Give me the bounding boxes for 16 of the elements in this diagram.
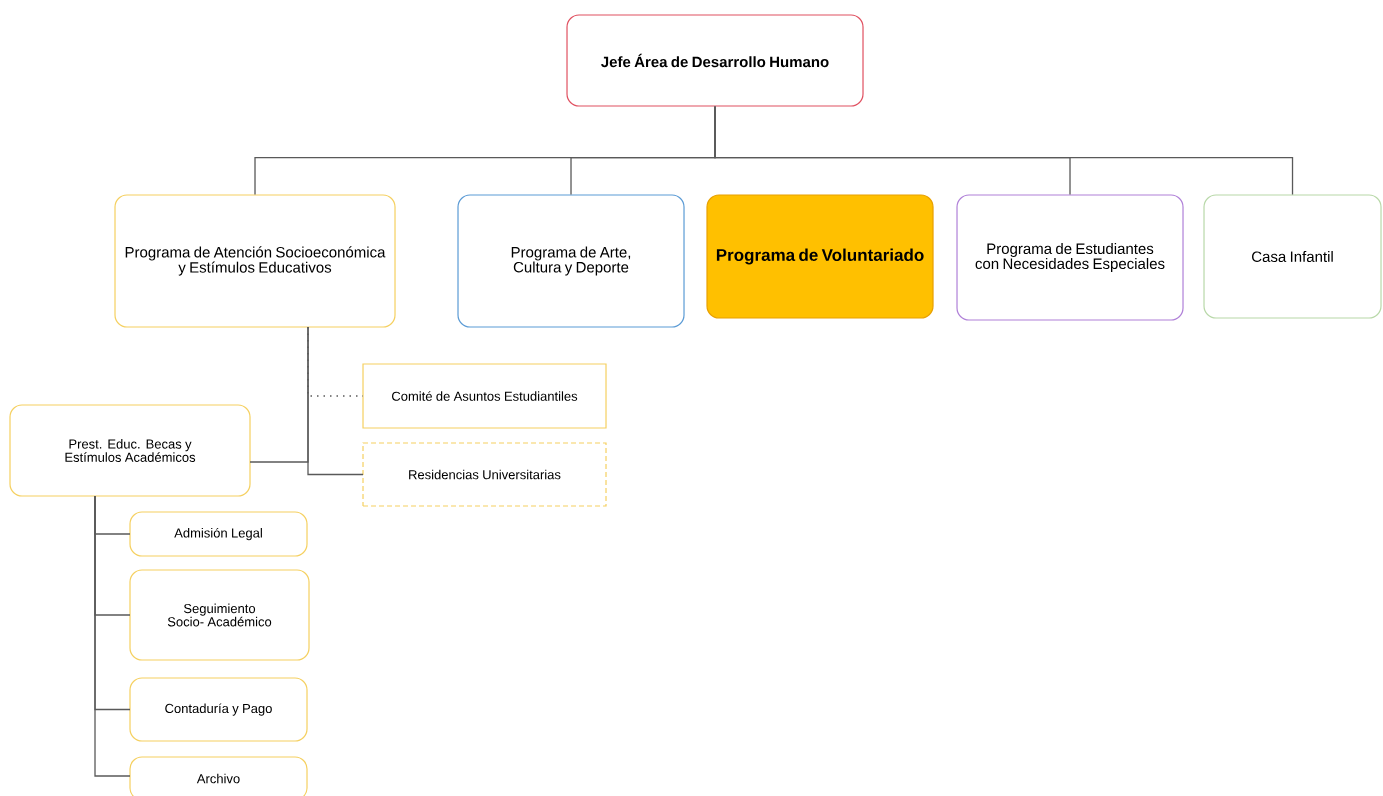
connector-line [94,495,131,777]
unit-box: Admisión Legal [129,511,308,557]
program-box: Casa Infantil [1203,194,1382,319]
unit-box: Seguimiento Socio- Académico [129,569,310,661]
program-box: Programa de Estudiantes con Necesidades Especiales [956,194,1184,321]
unit-box: Contaduría y Pago [129,677,308,742]
unit-box: Residencias Universitarias [362,442,607,507]
unit-box: Comité de Asuntos Estudiantiles [362,363,607,429]
program-box: Programa de Voluntariado [706,194,934,319]
program-box: Programa de Arte, Cultura y Deporte [457,194,685,328]
unit-box: Prest. Educ. Becas y Estímulos Académicos [9,404,251,497]
unit-box: Archivo [129,756,308,796]
department-head-box: Jefe Área de Desarrollo Humano [566,14,864,107]
program-box: Programa de Atención Socioeconómica y Estímulos Educativos [114,194,396,328]
connector-line [307,326,364,476]
connector-line [714,105,1294,196]
